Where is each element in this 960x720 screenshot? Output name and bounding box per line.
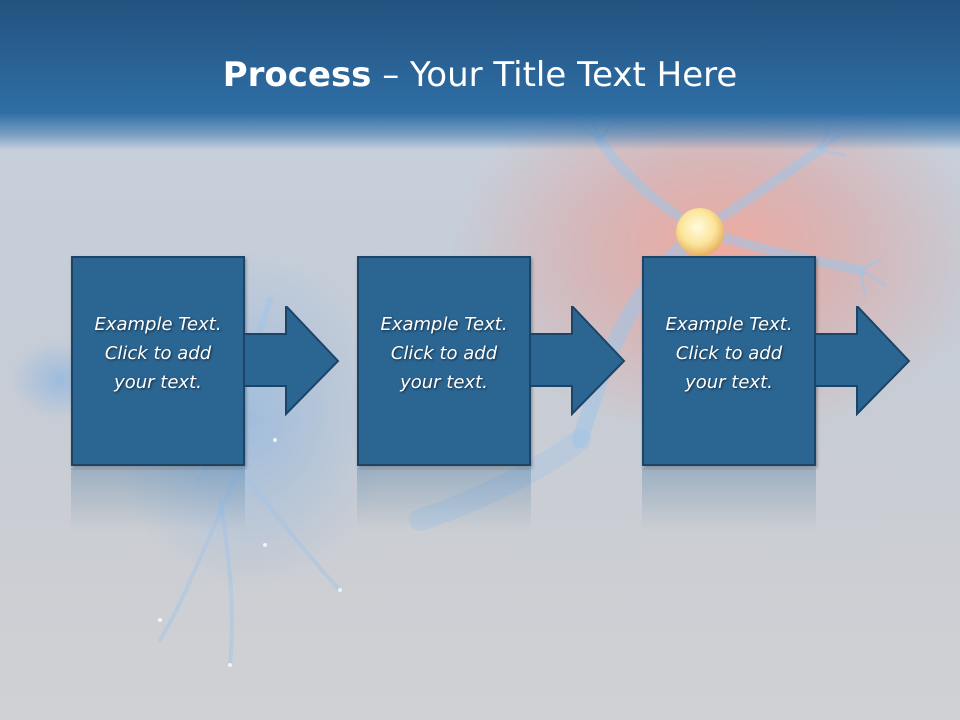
title-rest-part: – Your Title Text Here	[371, 55, 738, 95]
right-arrow-icon	[244, 306, 340, 416]
step-box	[357, 256, 531, 466]
process-step-3[interactable]: Example Text. Click to add your text.	[642, 256, 816, 466]
step-text-line: your text.	[685, 372, 773, 393]
step-text-line: your text.	[114, 372, 202, 393]
step-reflection	[357, 468, 531, 530]
slide-title[interactable]: Process – Your Title Text Here	[0, 50, 960, 100]
step-text[interactable]: Example Text. Click to add your text.	[357, 310, 531, 397]
title-band	[0, 0, 960, 150]
step-text[interactable]: Example Text. Click to add your text.	[71, 310, 245, 397]
right-arrow-icon	[530, 306, 626, 416]
step-reflection	[71, 468, 245, 530]
step-box	[642, 256, 816, 466]
right-arrow-icon	[815, 306, 911, 416]
step-text-line: Example Text.	[94, 314, 222, 335]
title-bold-part: Process	[222, 55, 372, 95]
process-step-2[interactable]: Example Text. Click to add your text.	[357, 256, 531, 466]
step-text-line: your text.	[400, 372, 488, 393]
step-text[interactable]: Example Text. Click to add your text.	[642, 310, 816, 397]
step-text-line: Click to add	[104, 343, 212, 364]
step-reflection	[642, 468, 816, 530]
process-step-1[interactable]: Example Text. Click to add your text.	[71, 256, 245, 466]
step-text-line: Example Text.	[380, 314, 508, 335]
step-text-line: Click to add	[675, 343, 783, 364]
step-box	[71, 256, 245, 466]
step-text-line: Click to add	[390, 343, 498, 364]
step-text-line: Example Text.	[665, 314, 793, 335]
